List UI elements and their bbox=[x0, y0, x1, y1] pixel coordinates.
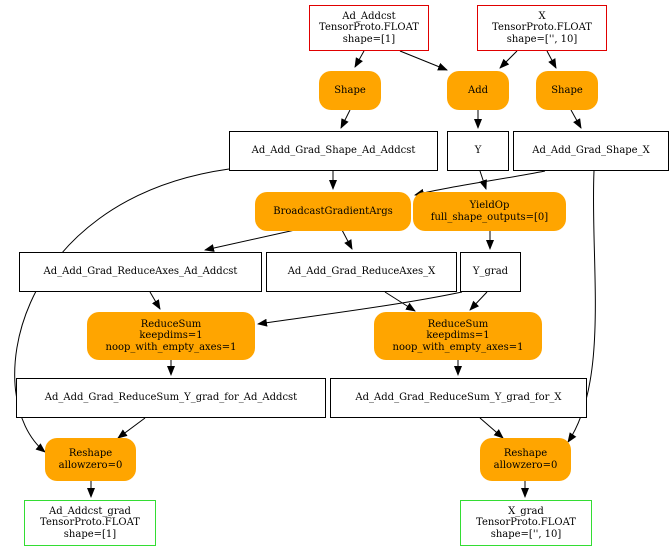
shape-op-left: Shape bbox=[319, 71, 381, 110]
edge-t_shape_addcst-to-op_reshape_left bbox=[14, 168, 230, 453]
node-label-line: Add bbox=[467, 84, 489, 96]
node-label-line: shape=[1] bbox=[342, 33, 396, 45]
edge-op_shape_right-to-t_shape_x bbox=[570, 109, 582, 129]
edge-in_addcst-to-op_shape_left bbox=[354, 50, 365, 68]
edge-t_axes_addcst-to-op_rsum_left bbox=[149, 291, 161, 310]
tensor-reduce-axes-x: Ad_Add_Grad_ReduceAxes_X bbox=[266, 252, 457, 292]
node-label-line: allowzero=0 bbox=[493, 459, 558, 471]
edge-t_ygrad-to-op_rsum_right bbox=[469, 291, 488, 311]
broadcast-gradient-args-op: BroadcastGradientArgs bbox=[255, 192, 411, 231]
node-label-line: noop_with_empty_axes=1 bbox=[105, 341, 237, 353]
node-label-line: Ad_Addcst bbox=[342, 10, 396, 22]
node-label-line: Shape bbox=[334, 84, 366, 96]
add-op: Add bbox=[447, 71, 509, 110]
node-label-line: TensorProto.FLOAT bbox=[476, 517, 576, 529]
edge-in_x-to-op_add bbox=[499, 50, 518, 69]
node-label-line: Ad_Add_Grad_ReduceAxes_X bbox=[287, 266, 436, 278]
tensor-reduce-sum-y-grad-for-x: Ad_Add_Grad_ReduceSum_Y_grad_for_X bbox=[330, 378, 587, 418]
tensor-y-grad: Y_grad bbox=[460, 252, 521, 292]
shape-op-right: Shape bbox=[536, 71, 598, 110]
node-label-line: Shape bbox=[551, 84, 583, 96]
node-label-line: YieldOp bbox=[469, 200, 510, 211]
node-label-line: noop_with_empty_axes=1 bbox=[392, 341, 524, 353]
node-label-line: Reshape bbox=[503, 448, 548, 459]
node-label-line: full_shape_outputs=[0] bbox=[430, 211, 549, 223]
node-label-line: shape=['', 10] bbox=[506, 33, 578, 45]
node-label-line: Reshape bbox=[68, 448, 113, 459]
node-label-line: TensorProto.FLOAT bbox=[40, 517, 140, 529]
node-label-line: Y_grad bbox=[472, 266, 509, 278]
node-label-line: shape=[1] bbox=[63, 528, 117, 540]
edge-t_rsum_addcst-to-op_reshape_left bbox=[117, 417, 146, 439]
node-label-line: keepdims=1 bbox=[426, 330, 490, 342]
node-label-line: Ad_Addcst_grad bbox=[49, 505, 131, 517]
node-label-line: Ad_Add_Grad_Shape_X bbox=[532, 145, 650, 157]
edge-in_x-to-op_shape_right bbox=[546, 50, 557, 69]
tensor-grad-shape-ad-addcst: Ad_Add_Grad_Shape_Ad_Addcst bbox=[229, 131, 438, 171]
node-label-line: BroadcastGradientArgs bbox=[273, 205, 393, 217]
node-label-line: X bbox=[538, 10, 546, 22]
node-label-line: Y bbox=[474, 145, 482, 157]
tensor-grad-shape-x: Ad_Add_Grad_Shape_X bbox=[513, 131, 669, 171]
node-label-line: Ad_Add_Grad_ReduceSum_Y_grad_for_X bbox=[355, 392, 562, 404]
edge-op_shape_left-to-t_shape_addcst bbox=[340, 109, 351, 129]
tensor-reduce-axes-ad-addcst: Ad_Add_Grad_ReduceAxes_Ad_Addcst bbox=[19, 252, 262, 292]
node-label-line: TensorProto.FLOAT bbox=[492, 22, 592, 34]
edge-t_axes_x-to-op_rsum_right bbox=[384, 291, 416, 312]
node-label-line: ReduceSum bbox=[427, 318, 489, 330]
edge-t_y-to-op_yield bbox=[479, 170, 487, 190]
node-label-line: Ad_Add_Grad_ReduceSum_Y_grad_for_Ad_Addc… bbox=[44, 392, 298, 404]
node-label-line: allowzero=0 bbox=[58, 459, 123, 471]
edge-t_rsum_x-to-op_reshape_right bbox=[479, 417, 504, 439]
edge-in_addcst-to-op_add bbox=[399, 50, 448, 71]
tensor-reduce-sum-y-grad-for-ad-addcst: Ad_Add_Grad_ReduceSum_Y_grad_for_Ad_Addc… bbox=[16, 378, 326, 418]
edge-op_bcast-to-t_axes_addcst bbox=[204, 229, 296, 252]
node-label-line: TensorProto.FLOAT bbox=[319, 22, 419, 34]
node-label-line: Ad_Add_Grad_ReduceAxes_Ad_Addcst bbox=[43, 266, 238, 278]
node-label-line: Ad_Add_Grad_Shape_Ad_Addcst bbox=[251, 145, 416, 157]
node-label-line: X_grad bbox=[508, 505, 544, 517]
edge-t_ygrad-to-op_rsum_left bbox=[257, 291, 463, 327]
tensor-y: Y bbox=[447, 131, 509, 171]
node-label-line: ReduceSum bbox=[140, 318, 202, 330]
node-label-line: keepdims=1 bbox=[139, 330, 203, 342]
edge-op_bcast-to-t_axes_x bbox=[341, 229, 353, 250]
node-label-line: shape=['', 10] bbox=[490, 528, 562, 540]
